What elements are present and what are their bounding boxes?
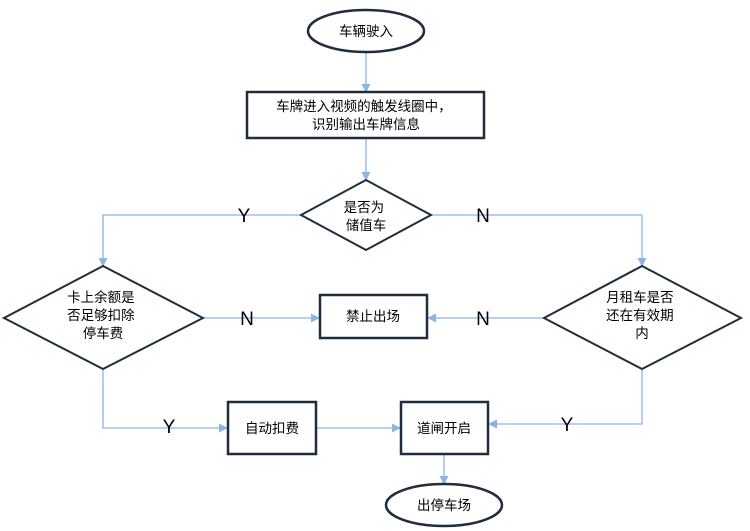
recognize-plate-label-line1: 车牌进入视频的触发线圈中，	[276, 98, 452, 115]
no-exit-label: 禁止出场	[346, 309, 400, 325]
edge-label-balance-yes: Y	[163, 417, 176, 438]
edge-monthly-yes-to-gate-open	[488, 369, 643, 429]
exit-node-label: 出停车场	[417, 497, 471, 514]
stored-value-label-line2: 储值车	[346, 217, 387, 234]
auto-charge-label: 自动扣费	[245, 421, 299, 437]
balance-label-line2: 否足够扣除	[67, 308, 135, 324]
balance-label-line3: 停车费	[83, 325, 124, 342]
start-node-label: 车辆驶入	[339, 23, 393, 40]
edge-stored-value-yes-to-balance	[98, 214, 301, 267]
gate-open-label: 道闸开启	[417, 421, 471, 437]
no-exit-node: 禁止出场	[318, 293, 429, 340]
edge-label-stored-no: N	[476, 206, 490, 227]
edge-stored-value-no-to-monthly	[431, 214, 647, 267]
gate-open-node: 道闸开启	[399, 400, 490, 456]
recognize-plate-label-line2: 识别输出车牌信息	[312, 116, 420, 133]
stored-value-label-line1: 是否为	[344, 200, 385, 216]
recognize-plate-node: 车牌进入视频的触发线圈中， 识别输出车牌信息	[245, 90, 486, 140]
svg-text:自动扣费: 自动扣费	[245, 421, 299, 437]
svg-text:车辆驶入: 车辆驶入	[339, 23, 393, 40]
edge-labels: Y N N N Y Y	[163, 206, 574, 438]
edge-label-monthly-yes: Y	[561, 415, 574, 436]
balance-label-line1: 卡上余额是	[67, 289, 135, 306]
svg-text:出停车场: 出停车场	[417, 497, 471, 514]
svg-text:禁止出场: 禁止出场	[346, 309, 400, 325]
svg-text:道闸开启: 道闸开启	[417, 421, 471, 437]
edge-label-stored-yes: Y	[238, 206, 251, 227]
edges	[98, 52, 647, 485]
edge-label-monthly-no: N	[476, 309, 490, 330]
edge-label-balance-no: N	[240, 309, 254, 330]
svg-text:车牌进入视频的触发线圈中， 识别输出车牌信息: 车牌进入视频的触发线圈中， 识别输出车牌信息	[276, 98, 456, 133]
balance-decision: 卡上余额是 否足够扣除 停车费	[1, 264, 206, 371]
svg-text:是否为 储值车: 是否为 储值车	[344, 200, 389, 234]
monthly-decision: 月租车是否 还在有效期 内	[541, 264, 744, 371]
monthly-label-line2: 还在有效期	[606, 308, 674, 324]
start-node: 车辆驶入	[306, 8, 426, 54]
exit-node: 出停车场	[384, 482, 504, 528]
stored-value-decision: 是否为 储值车	[298, 178, 434, 252]
monthly-label-line1: 月租车是否	[606, 289, 674, 306]
monthly-label-line3: 内	[635, 326, 649, 342]
svg-text:月租车是否 还在有效期 内: 月租车是否 还在有效期 内	[606, 289, 678, 342]
auto-charge-node: 自动扣费	[226, 400, 318, 456]
edge-balance-yes-to-auto-charge	[102, 369, 228, 433]
svg-text:卡上余额是 否足够扣除 停车费: 卡上余额是 否足够扣除 停车费	[67, 289, 139, 342]
